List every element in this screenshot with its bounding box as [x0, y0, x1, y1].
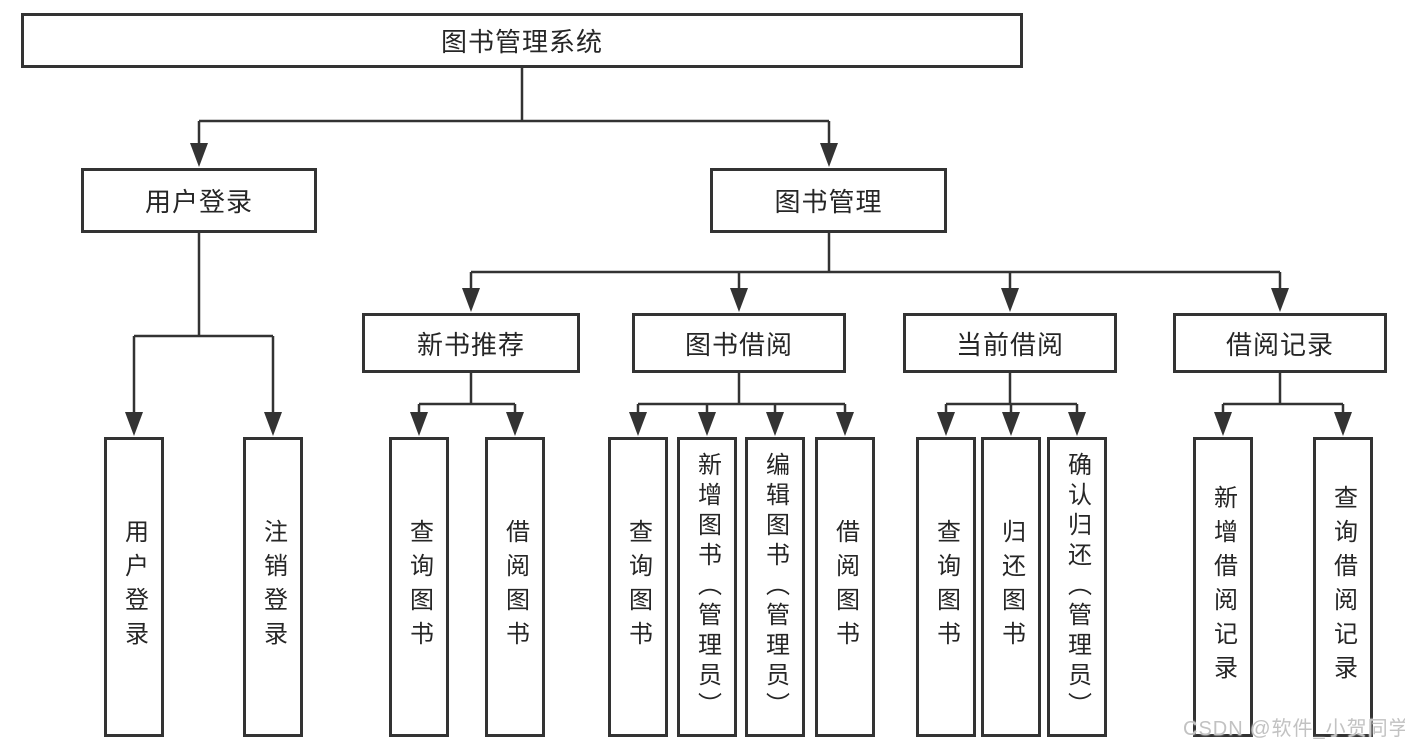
- leaf-recommend-borrow-books: 借阅图书: [485, 437, 545, 737]
- node-library-management-system: 图书管理系统: [21, 13, 1023, 68]
- csdn-watermark: CSDN @软件_小贺同学: [1183, 718, 1405, 740]
- connector-lines: [132, 68, 1345, 416]
- leaf-current-query-books: 查询图书: [916, 437, 976, 737]
- leaf-borrow-query-books: 查询图书: [608, 437, 668, 737]
- leaf-records-query-borrow-record: 查询借阅记录: [1313, 437, 1373, 737]
- node-user-login: 用户登录: [81, 168, 317, 233]
- leaf-recommend-query-books: 查询图书: [389, 437, 449, 737]
- node-book-borrowing: 图书借阅: [632, 313, 846, 373]
- node-current-borrowing: 当前借阅: [903, 313, 1117, 373]
- leaf-records-add-borrow-record: 新增借阅记录: [1193, 437, 1253, 737]
- node-borrowing-records: 借阅记录: [1173, 313, 1387, 373]
- leaf-logout: 注销登录: [243, 437, 303, 737]
- arrowhead-icon: [125, 143, 1352, 436]
- leaf-borrow-edit-books-admin: 编辑图书（管理员）: [745, 437, 805, 737]
- node-new-book-recommendation: 新书推荐: [362, 313, 580, 373]
- leaf-user-login: 用户登录: [104, 437, 164, 737]
- leaf-current-return-books: 归还图书: [981, 437, 1041, 737]
- leaf-current-confirm-return-admin: 确认归还（管理员）: [1047, 437, 1107, 737]
- leaf-borrow-borrow-books: 借阅图书: [815, 437, 875, 737]
- node-book-management: 图书管理: [710, 168, 947, 233]
- leaf-borrow-add-books-admin: 新增图书（管理员）: [677, 437, 737, 737]
